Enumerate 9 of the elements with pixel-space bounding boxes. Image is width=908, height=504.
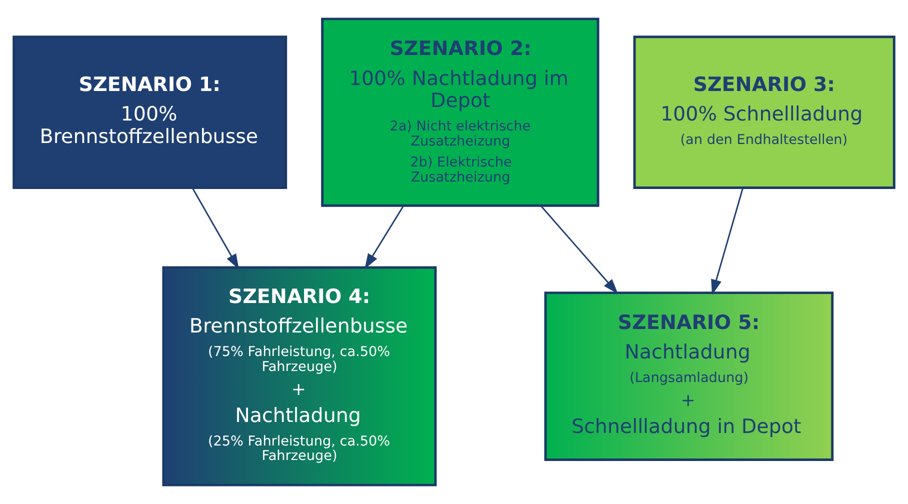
node-box: SZENARIO 5: Nachtladung (Langsamladung) + Schnellladung in Depot — [544, 292, 834, 461]
arrow — [364, 205, 404, 270]
node-box: SZENARIO 2: 100% Nachtladung im Depot 2a) Nicht elektrische Zusatzheizung 2b) Elektrische Zusatzheizung — [321, 18, 600, 207]
node-box: SZENARIO 3: 100% Schnellladung (an den Endhaltestellen) — [633, 36, 896, 189]
arrow — [711, 188, 744, 295]
arrow — [192, 187, 240, 270]
arrow — [540, 205, 618, 294]
node-box: SZENARIO 1: 100% Brennstoffzellenbusse — [12, 36, 288, 189]
node-box: SZENARIO 4: Brennstoffzellenbusse (75% Fahrleistung, ca.50% Fahrzeuge) + Nachtladung (25% Fahrleistung, ca.50% Fahrzeuge) — [162, 266, 437, 486]
